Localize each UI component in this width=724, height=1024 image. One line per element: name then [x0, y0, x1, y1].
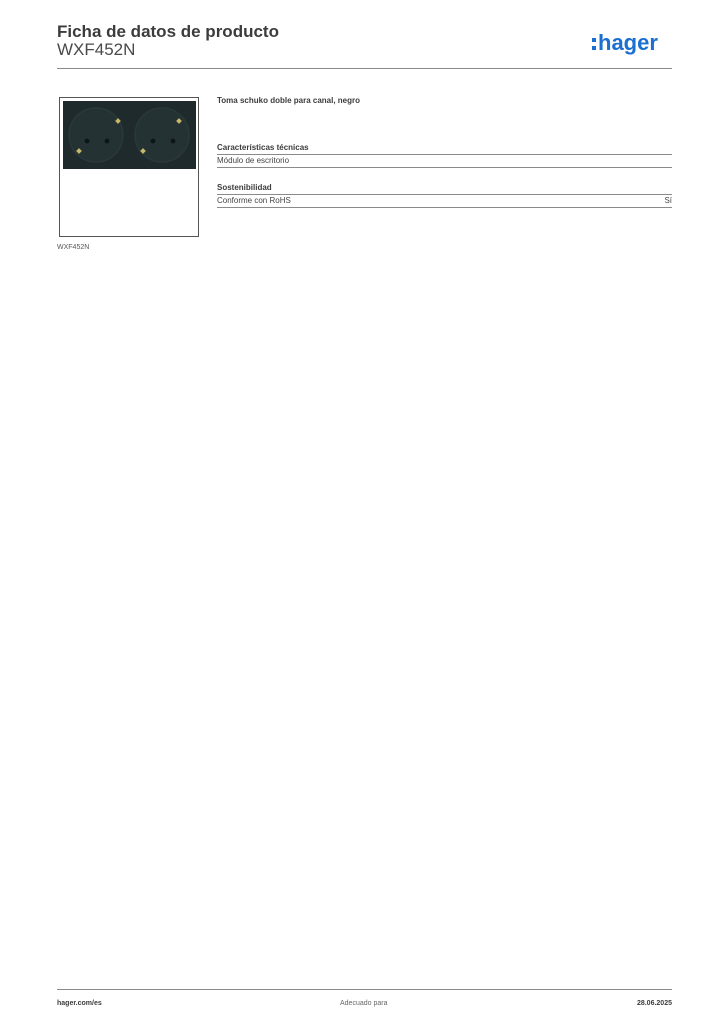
section-title: Sostenibilidad — [217, 183, 672, 195]
table-row: Conforme con RoHS Sí — [217, 195, 672, 208]
table-row: Módulo de escritorio — [217, 155, 672, 168]
section-title: Características técnicas — [217, 143, 672, 155]
logo-wordmark: hager — [598, 30, 658, 55]
row-label: Módulo de escritorio — [217, 156, 290, 165]
section-sustainability: Sostenibilidad Conforme con RoHS Sí — [217, 183, 672, 208]
document-title: Ficha de datos de producto — [57, 22, 279, 41]
row-label: Conforme con RoHS — [217, 196, 291, 205]
product-details: Toma schuko doble para canal, negro Cara… — [217, 96, 672, 208]
product-code: WXF452N — [57, 40, 136, 59]
row-value: Sí — [664, 196, 672, 205]
section-technical: Características técnicas Módulo de escri… — [217, 143, 672, 168]
double-schuko-socket-icon — [63, 101, 196, 169]
page-header: Ficha de datos de producto WXF452N hager — [57, 20, 672, 70]
page-footer: hager.com/es Adecuado para 28.06.2025 — [57, 998, 672, 1010]
website-link[interactable]: hager.com/es — [57, 1000, 102, 1007]
product-description: Toma schuko doble para canal, negro — [217, 96, 360, 105]
product-image-frame — [59, 97, 199, 237]
header-divider — [57, 68, 672, 69]
footer-divider — [57, 989, 672, 990]
footer-date: 28.06.2025 — [636, 1000, 672, 1007]
footer-note: Adecuado para — [340, 1000, 388, 1007]
hager-logo: hager — [592, 30, 658, 55]
image-caption: WXF452N — [57, 244, 90, 251]
